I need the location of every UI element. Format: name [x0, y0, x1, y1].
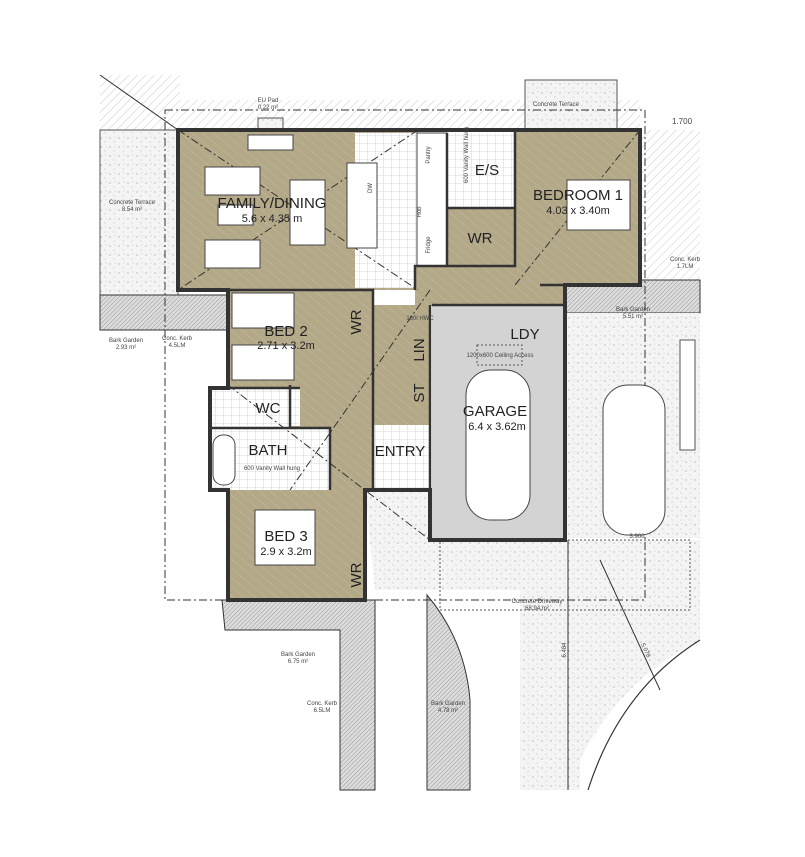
bark-garden-1 [99, 294, 229, 331]
bark2-area: 5.51 m² [623, 314, 643, 320]
tv-unit [247, 134, 294, 151]
ceiling-access-label: 1200x600 Ceiling Access [466, 353, 533, 359]
hwc-label: 180l HWC [406, 316, 434, 322]
terrace-top-label: Concrete Terrace [533, 102, 580, 108]
bark-garden-3 [221, 599, 376, 791]
bedroom1-label: BEDROOM 1 [533, 187, 623, 204]
sofa-bottom [204, 239, 261, 269]
fridge-label: Fridge [426, 236, 432, 254]
bark2-label: Bark Garden [616, 307, 650, 313]
kitchen-island [346, 162, 378, 249]
dim-line-5078 [599, 559, 661, 691]
east-strip [640, 130, 700, 280]
bathtub [212, 434, 236, 486]
ensuite-floor [447, 133, 515, 208]
wc-label: WC [256, 400, 281, 417]
garage-car [465, 369, 531, 521]
lin-label: LIN [411, 338, 428, 361]
site-surrounds [99, 74, 701, 791]
ldy-label: LDY [510, 326, 539, 343]
linen-floor [370, 305, 430, 425]
pantry-label: Pantry [426, 146, 432, 163]
bath-label: BATH [249, 442, 288, 459]
bed1-bed [566, 179, 631, 231]
kerb3-length: 6.5LM [314, 708, 331, 714]
kerb1-label: Conc. Kerb [162, 336, 193, 342]
driveway-area: 68.94 m² [525, 606, 549, 612]
boundary-line [99, 74, 179, 131]
bed2-dims: 2.71 x 3.2m [257, 340, 314, 352]
bed3-bed [254, 509, 316, 566]
bark3-area: 6.75 m² [288, 659, 308, 665]
kerb2-length: 1.7LM [677, 264, 694, 270]
dim-3900: 3.900 [629, 534, 645, 540]
bedroom1-dims: 4.03 x 3.40m [546, 205, 610, 217]
kerb1-length: 4.5LM [169, 343, 186, 349]
internal-walls [210, 130, 565, 490]
entry-label: ENTRY [375, 443, 426, 460]
room-labels: FAMILY/DINING 5.6 x 4.35 m BEDROOM 1 4.0… [218, 162, 623, 588]
wc-floor [210, 388, 300, 426]
bed3-dims: 2.9 x 3.2m [260, 546, 311, 558]
dim-1700: 1.700 [672, 117, 693, 126]
site-annotations: EU Pad 0.22 m² Concrete Terrace 1.700 Co… [109, 98, 701, 714]
entry-floor [372, 425, 430, 490]
kerb2-label: Conc. Kerb [670, 257, 701, 263]
bed3-label: BED 3 [264, 528, 307, 545]
ensuite-label: E/S [475, 162, 499, 179]
wr1-label: WR [468, 230, 493, 247]
bark4-label: Bark Garden [431, 701, 465, 707]
driveway-car [602, 384, 666, 536]
bark4-area: 4.78 m² [438, 708, 458, 714]
dw-label: DW [368, 183, 374, 193]
bed2-label: BED 2 [264, 323, 307, 340]
st-label: ST [411, 383, 428, 402]
bed2-bed-b [231, 344, 295, 381]
wr1-floor [447, 208, 515, 266]
garage-label: GARAGE [463, 403, 527, 420]
dim-6484: 6.484 [562, 642, 568, 658]
ensuite-vanity-label: 600 Vanity Wall hung [464, 127, 470, 183]
wr2-label: WR [348, 309, 365, 334]
ceiling-access [476, 344, 523, 366]
fence-panel [679, 339, 696, 451]
eu-pad-label: EU Pad [258, 98, 279, 104]
external-wall [176, 128, 642, 602]
kitchen-bench [416, 132, 448, 269]
terrace-left-area: 8.54 m² [122, 207, 142, 213]
bath-vanity-label: 600 Vanity Wall hung [244, 466, 300, 472]
concrete-driveway [365, 490, 700, 790]
kerb3-label: Conc. Kerb [307, 701, 338, 707]
eu-pad-area: 0.22 m² [258, 105, 278, 111]
furniture [204, 134, 666, 566]
fixture-labels: DW Pantry Fridge Hob 600 Vanity Wall hun… [244, 127, 534, 472]
bark1-label: Bark Garden [109, 338, 143, 344]
bark1-area: 2.93 m² [116, 345, 136, 351]
setback-line [164, 109, 646, 601]
hob-label: Hob [417, 206, 423, 218]
bark-garden-4 [426, 593, 471, 791]
dining-table [289, 179, 326, 246]
coffee-table [217, 204, 254, 226]
family-dining-dims: 5.6 x 4.35 m [242, 213, 303, 225]
driveway-label: Concrete Driveway [512, 599, 563, 605]
garage-dims: 6.4 x 3.62m [468, 421, 525, 433]
bark3-label: Bark Garden [281, 652, 315, 658]
terrace-left-label: Concrete Terrace [109, 200, 156, 206]
kerb-curve [587, 639, 701, 791]
concrete-terrace-top [524, 79, 618, 131]
family-dining-label: FAMILY/DINING [218, 195, 327, 212]
sofa-top [204, 166, 261, 196]
bed2-bed-a [231, 292, 295, 329]
wr3-label: WR [348, 562, 365, 587]
